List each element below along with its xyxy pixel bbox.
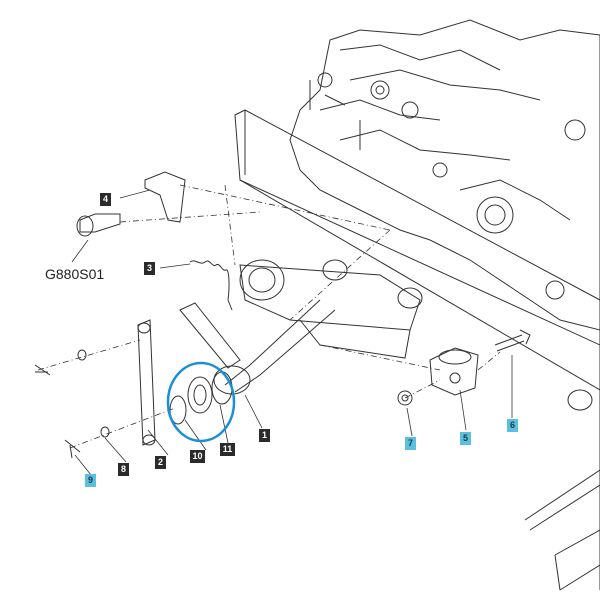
highlight-ring: [166, 361, 236, 443]
callout-4: 4: [100, 193, 111, 206]
callout-2: 2: [155, 456, 166, 469]
frame-rail: [524, 469, 600, 591]
pivot-bracket: [429, 347, 479, 396]
centre-lines: [37, 184, 501, 449]
callout-11: 11: [220, 443, 235, 456]
callout-8: 8: [118, 463, 129, 476]
long-bolt: [494, 329, 531, 352]
callout-6: 6: [507, 419, 518, 432]
engine-block: [289, 19, 600, 331]
lever-arm: [137, 302, 241, 446]
callout-1: 1: [259, 429, 270, 442]
bracket: [144, 171, 186, 223]
callout-7: 7: [405, 437, 416, 450]
callout-10: 10: [190, 450, 205, 463]
pedal-shaft-assembly: [213, 259, 423, 395]
callout-3: 3: [144, 262, 155, 275]
callout-5: 5: [460, 432, 471, 445]
leader-lines: [71, 189, 513, 476]
bolt: [76, 213, 121, 237]
pins-washers: [34, 349, 110, 459]
nut: [397, 390, 413, 406]
callout-9: 9: [85, 474, 96, 487]
spring: [189, 260, 233, 311]
bolt-part-code: G880S01: [45, 266, 105, 282]
mounting-plate: [234, 109, 600, 590]
